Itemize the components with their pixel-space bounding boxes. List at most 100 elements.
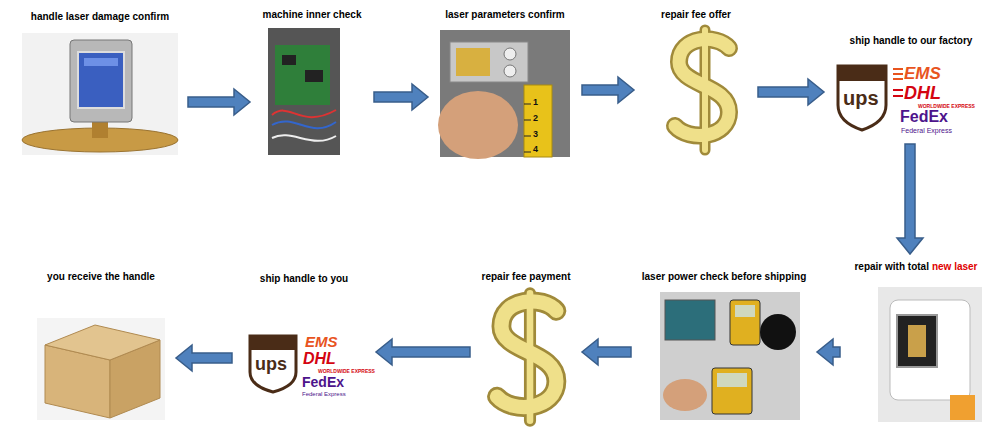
process-step: machine inner check: [256, 8, 368, 158]
damaged-handle-photo-part: [84, 58, 118, 66]
courier-logo-text: ups: [255, 355, 287, 373]
step-heading: repair with totalnew laser: [846, 260, 986, 273]
step-heading: machine inner check: [256, 8, 368, 21]
tape-number: 3: [533, 130, 538, 139]
machine-inside-photo-part: [275, 45, 330, 105]
flow-arrow: [758, 79, 824, 105]
step-heading: ship handle to our factory: [830, 34, 992, 47]
laser-measure-photo-part: [524, 85, 552, 157]
laser-measure-photo-part: [504, 65, 516, 77]
parcel-box-part: [45, 325, 160, 360]
process-step: you receive the handle: [32, 270, 170, 424]
courier-logos-part: [250, 336, 296, 392]
damaged-handle-photo: [22, 33, 178, 155]
laser-measure-photo-part: [524, 120, 531, 121]
step-heading: repair fee payment: [476, 270, 576, 283]
courier-logo-text: DHL: [904, 84, 941, 102]
laser-measure-photo-part: [456, 48, 490, 76]
process-step: repair with totalnew laser: [846, 260, 986, 426]
courier-logo-text: EMS: [305, 334, 338, 349]
courier-logo-text: ups: [843, 88, 879, 108]
step-heading: ship handle to you: [238, 272, 370, 285]
step-caption: ship handle to our factory: [850, 35, 973, 46]
courier-logo-text: EMS: [904, 65, 941, 82]
flow-arrow: [188, 89, 250, 115]
laser-measure-photo-part: [524, 104, 531, 105]
step-heading: laser parameters confirm: [434, 8, 576, 21]
new-laser-handle-photo-part: [950, 395, 975, 420]
power-check-photo-part: [730, 300, 760, 345]
machine-inside-photo: [268, 28, 340, 155]
courier-logos: [838, 66, 903, 130]
power-check-photo: [660, 292, 800, 420]
courier-logos-part: [893, 78, 903, 80]
courier-logos-part: [893, 89, 903, 91]
step-heading: laser power check before shipping: [637, 270, 811, 283]
machine-inside-photo-part: [268, 28, 340, 155]
new-laser-handle-photo-part: [878, 287, 982, 422]
step-caption: repair fee payment: [482, 271, 571, 282]
step-caption: handle laser damage confirm: [31, 11, 169, 22]
step-caption: machine inner check: [263, 9, 362, 20]
laser-measure-photo: [438, 30, 570, 159]
damaged-handle-photo-part: [22, 33, 178, 155]
flow-arrow: [582, 339, 631, 365]
courier-logos-part: [838, 66, 886, 130]
power-check-photo-part: [760, 314, 796, 350]
power-check-photo-part: [660, 292, 800, 420]
courier-logo-text: Federal Express: [901, 127, 952, 134]
step-caption: laser power check before shipping: [642, 271, 807, 282]
step-caption: ship handle to you: [260, 273, 348, 284]
parcel-box-part: [37, 318, 165, 420]
courier-logos-part: [893, 68, 903, 70]
flow-arrow: [374, 84, 428, 110]
flow-arrow: [897, 144, 923, 254]
flow-arrow: [582, 77, 634, 103]
tape-number: 1: [533, 98, 538, 107]
power-check-photo-part: [712, 368, 752, 414]
machine-inside-photo-part: [305, 70, 323, 82]
courier-logo-text: DHL: [303, 351, 336, 367]
new-laser-handle-photo-part: [908, 325, 926, 357]
laser-measure-photo-part: [524, 152, 531, 153]
new-laser-handle-photo-part: [897, 315, 937, 367]
tape-number: 2: [533, 114, 538, 123]
power-check-photo-part: [665, 300, 715, 340]
machine-inside-photo-part: [282, 55, 296, 65]
dollar-symbol: [675, 30, 729, 150]
parcel-box: [37, 318, 165, 420]
tape-number: 4: [533, 145, 538, 154]
process-step: laser power check before shipping: [637, 270, 811, 424]
dollar-symbol: [497, 293, 556, 421]
damaged-handle-photo-part: [78, 52, 124, 108]
courier-logos-part: [838, 66, 886, 81]
dollar-symbol-part: [702, 30, 708, 150]
courier-logos: [250, 336, 296, 392]
laser-measure-photo-part: [504, 48, 516, 60]
step-caption: new laser: [932, 261, 978, 272]
courier-logos-part: [893, 95, 903, 97]
step-heading: you receive the handle: [32, 270, 170, 283]
laser-measure-photo-part: [450, 42, 528, 82]
power-check-photo-part: [735, 305, 755, 317]
flow-arrow: [817, 339, 840, 365]
step-heading: repair fee offer: [640, 8, 752, 21]
laser-measure-photo-part: [438, 91, 518, 159]
process-step: repair fee offer: [640, 8, 752, 154]
process-step: laser parameters confirm: [434, 8, 576, 160]
step-caption: laser parameters confirm: [445, 9, 565, 20]
courier-logo-text: Federal Express: [302, 391, 346, 397]
laser-measure-photo-part: [524, 136, 531, 137]
courier-logo-text: FedEx: [302, 375, 344, 389]
machine-inside-photo-part: [272, 135, 336, 141]
power-check-photo-part: [663, 379, 707, 411]
step-heading: handle laser damage confirm: [18, 10, 182, 23]
step-caption: you receive the handle: [47, 271, 155, 282]
new-laser-handle-photo: [878, 287, 982, 422]
new-laser-handle-photo-part: [890, 300, 970, 400]
courier-logo-text: FedEx: [900, 109, 948, 125]
